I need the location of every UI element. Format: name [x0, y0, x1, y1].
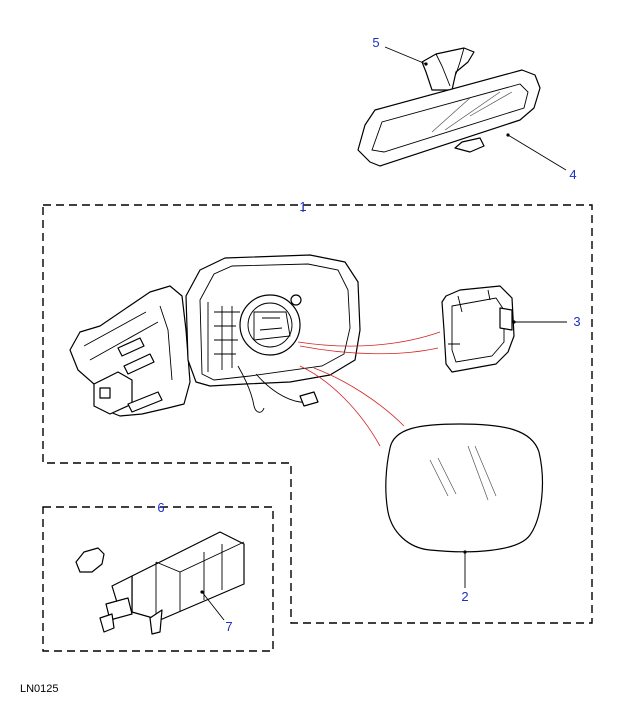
callout-7: 7 — [225, 619, 232, 634]
leader-dot-2 — [463, 550, 467, 554]
mirror-glass — [385, 423, 544, 553]
callout-3: 3 — [573, 314, 580, 329]
fitment-line-glass-right — [313, 367, 405, 427]
callout-4: 4 — [569, 167, 576, 182]
fitment-line-glass-left — [299, 365, 381, 447]
leader-dot-4 — [506, 133, 510, 137]
fitment-line-plate-lower — [299, 345, 439, 355]
callout-2: 2 — [461, 589, 468, 604]
leader-line-4 — [507, 134, 567, 171]
glass-backing-plate — [441, 285, 515, 373]
repair-kit-boundary — [42, 506, 274, 652]
leader-line-5 — [384, 46, 427, 65]
mirror-assembly-boundary — [42, 204, 593, 624]
callout-1: 1 — [299, 199, 306, 214]
fitment-line-plate-upper — [297, 331, 441, 347]
leader-line-7 — [201, 591, 225, 621]
leader-dot-3 — [512, 320, 516, 324]
callout-6: 6 — [157, 500, 164, 515]
repair-kit — [75, 531, 245, 635]
interior-mirror — [357, 47, 541, 167]
exterior-mirror-housing — [69, 254, 361, 417]
callout-5: 5 — [372, 35, 379, 50]
leader-dot-5 — [424, 62, 428, 66]
figure-reference: LN0125 — [20, 683, 59, 695]
leader-dot-7 — [200, 590, 204, 594]
